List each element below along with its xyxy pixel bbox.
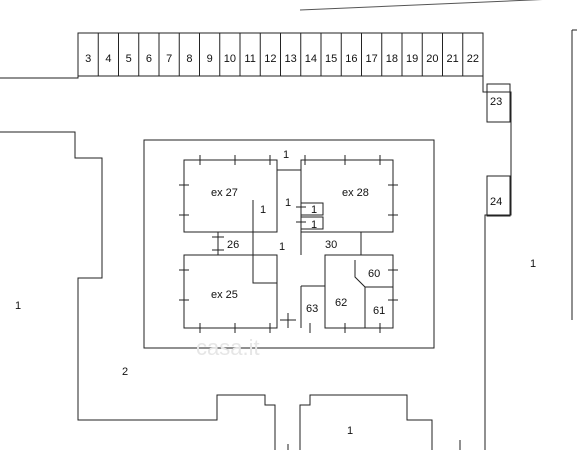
label-ex28: ex 28 xyxy=(342,187,369,199)
room-60-wall xyxy=(354,260,366,328)
garage-24 xyxy=(486,175,511,217)
garage-label-7: 7 xyxy=(166,53,172,65)
hall-wall xyxy=(252,200,277,284)
unit-ex27 xyxy=(183,159,278,233)
garage-label-6: 6 xyxy=(146,53,152,65)
label-hall-1: 1 xyxy=(285,197,291,209)
boundary-line xyxy=(299,0,543,11)
label-ex27: ex 27 xyxy=(211,187,238,199)
label-30: 30 xyxy=(325,239,337,251)
small-room-1b xyxy=(300,216,324,230)
garage-23 xyxy=(486,83,511,123)
garage-label-11: 11 xyxy=(244,53,255,65)
garage-label-17: 17 xyxy=(366,53,378,65)
garage-strip: 3 4 5 6 7 8 9 10 11 12 13 14 15 16 17 18 19 20 21 22 xyxy=(77,32,484,77)
garage-label-22: 22 xyxy=(467,53,479,65)
label-building-1: 1 xyxy=(283,149,289,161)
building-outline xyxy=(143,139,435,349)
label-small-1a: 1 xyxy=(311,204,317,216)
garage-label-13: 13 xyxy=(285,53,297,65)
label-24: 24 xyxy=(490,196,502,208)
garage-label-18: 18 xyxy=(386,53,398,65)
garage-label-15: 15 xyxy=(325,53,337,65)
watermark: casa.it xyxy=(196,335,260,360)
label-courtyard-2: 2 xyxy=(122,366,128,378)
lot-outline xyxy=(0,131,276,450)
garage-label-10: 10 xyxy=(224,53,236,65)
label-left-1: 1 xyxy=(15,300,21,312)
label-63: 63 xyxy=(306,303,318,315)
garage-label-8: 8 xyxy=(186,53,192,65)
label-61: 61 xyxy=(373,305,385,317)
lot-outline xyxy=(299,394,433,450)
garage-label-21: 21 xyxy=(447,53,459,65)
label-23: 23 xyxy=(490,96,502,108)
lot-outline xyxy=(482,76,512,171)
label-ex25: ex 25 xyxy=(211,289,238,301)
unit-block-right xyxy=(324,254,394,329)
garage-label-4: 4 xyxy=(105,53,111,65)
garage-label-9: 9 xyxy=(207,53,213,65)
unit-ex28 xyxy=(300,159,394,233)
garage-label-5: 5 xyxy=(126,53,132,65)
label-60: 60 xyxy=(368,268,380,280)
garage-label-3: 3 xyxy=(85,53,91,65)
small-room-1a xyxy=(300,202,324,216)
label-small-1b: 1 xyxy=(311,219,317,231)
label-bottom-1: 1 xyxy=(347,425,353,437)
tick-marks xyxy=(179,155,398,333)
label-stair-1: 1 xyxy=(260,204,266,216)
garage-label-12: 12 xyxy=(264,53,276,65)
label-62: 62 xyxy=(335,297,347,309)
garage-label-14: 14 xyxy=(305,53,317,65)
label-26: 26 xyxy=(227,239,239,251)
garage-label-20: 20 xyxy=(426,53,438,65)
garage-label-16: 16 xyxy=(345,53,357,65)
lot-outline xyxy=(484,171,512,450)
label-corr-1: 1 xyxy=(279,241,285,253)
garage-label-19: 19 xyxy=(406,53,418,65)
label-right-1: 1 xyxy=(530,258,536,270)
